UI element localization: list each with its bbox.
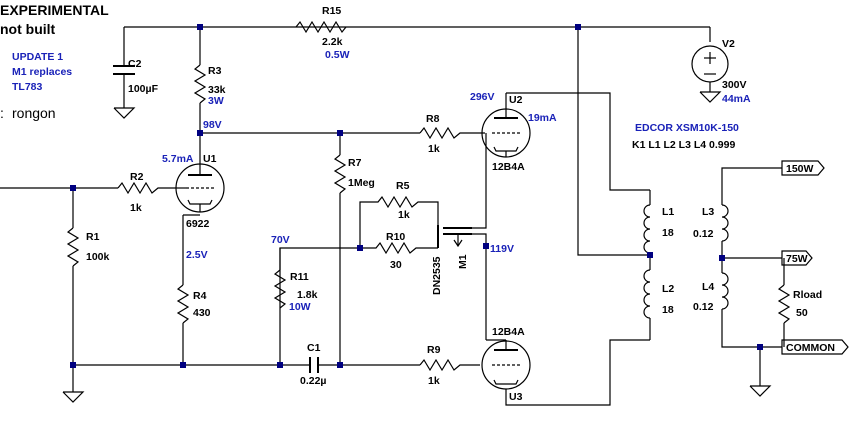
transformer-coupling: K1 L1 L2 L3 L4 0.999 <box>632 139 735 151</box>
voltage-98v: 98V <box>203 119 222 131</box>
c2-capacitor <box>113 60 136 119</box>
voltage-119v: 119V <box>490 243 514 255</box>
r4-value: 430 <box>193 307 211 319</box>
u3-ref: U3 <box>509 391 523 403</box>
c2-ref: C2 <box>128 58 142 70</box>
r10-value: 30 <box>390 259 402 271</box>
r8-ref: R8 <box>426 113 440 125</box>
u2-tube <box>481 92 650 191</box>
r1-ref: R1 <box>86 231 100 243</box>
title-line-1: EXPERIMENTAL <box>0 2 109 18</box>
l2-value: 18 <box>662 304 674 316</box>
l2-ref: L2 <box>662 283 674 295</box>
ground-bus <box>73 357 480 373</box>
r15-ref: R15 <box>322 5 341 17</box>
r3-resistor <box>193 27 207 163</box>
r15-value: 2.2k <box>322 36 343 48</box>
r15-resistor <box>295 20 347 34</box>
l3-inductor <box>721 167 782 258</box>
u2-ref: U2 <box>509 94 523 106</box>
node-98v-wire <box>200 132 420 155</box>
update-note-1: UPDATE 1 <box>12 51 63 63</box>
u3-tube <box>481 339 650 406</box>
voltage-2-5v: 2.5V <box>186 249 208 261</box>
u1-ref: U1 <box>203 153 217 165</box>
l4-value: 0.12 <box>693 301 714 313</box>
r4-resistor <box>176 215 190 365</box>
m1-value: DN2535 <box>431 256 443 295</box>
update-note-2: M1 replaces <box>12 66 72 78</box>
common-ground <box>749 347 772 397</box>
l4-inductor <box>721 258 782 348</box>
author-label: : <box>0 105 4 121</box>
r11-power: 10W <box>289 301 311 313</box>
u3-value: 12B4A <box>492 326 525 338</box>
r3-value: 33k <box>208 84 226 96</box>
r1-value: 100k <box>86 251 110 263</box>
r4-ref: R4 <box>193 290 207 302</box>
r1-resistor <box>62 188 85 403</box>
r10-r5-network <box>359 195 439 255</box>
v2-voltage-source <box>691 45 729 103</box>
r10-ref: R10 <box>386 231 405 243</box>
tap-75w-wire <box>722 257 791 347</box>
input-wire <box>0 181 176 195</box>
node-70v-wire <box>273 247 360 365</box>
c1-value: 0.22µ <box>300 375 327 387</box>
r11-value: 1.8k <box>297 289 318 301</box>
l1-value: 18 <box>662 227 674 239</box>
r8-value: 1k <box>428 143 440 155</box>
output-common-label: COMMON <box>786 342 835 354</box>
r8-resistor <box>419 126 485 140</box>
r9-ref: R9 <box>427 344 441 356</box>
top-rail <box>123 26 711 256</box>
v2-current: 44mA <box>722 93 751 105</box>
u1-tube <box>175 163 225 216</box>
m1-ref: M1 <box>457 254 469 269</box>
l3-value: 0.12 <box>693 228 714 240</box>
m1-mosfet <box>437 133 487 340</box>
l3-ref: L3 <box>702 206 714 218</box>
r5-value: 1k <box>398 209 410 221</box>
l1-ref: L1 <box>662 206 674 218</box>
r7-value: 1Meg <box>348 177 375 189</box>
output-port-common <box>781 339 849 355</box>
rload-value: 50 <box>796 307 808 319</box>
voltage-70v: 70V <box>271 234 290 246</box>
r2-value: 1k <box>130 202 142 214</box>
r3-power: 3W <box>208 95 224 107</box>
transformer-name: EDCOR XSM10K-150 <box>635 122 739 134</box>
r11-ref: R11 <box>290 271 309 283</box>
r7-ref: R7 <box>348 157 362 169</box>
u1-value: 6922 <box>186 218 210 230</box>
u2-value: 12B4A <box>492 161 525 173</box>
r5-ref: R5 <box>396 180 410 192</box>
c2-value: 100µF <box>128 83 159 95</box>
l2-inductor <box>643 269 651 340</box>
r3-ref: R3 <box>208 65 222 77</box>
u1-current: 5.7mA <box>162 153 194 165</box>
title-line-2: not built <box>0 21 56 37</box>
output-port-75w <box>781 250 813 266</box>
output-75w-label: 75W <box>786 253 808 265</box>
l4-ref: L4 <box>702 281 714 293</box>
author-name: rongon <box>12 105 56 121</box>
c1-ref: C1 <box>307 342 321 354</box>
junction-dots <box>70 24 763 368</box>
output-150w-label: 150W <box>786 163 814 175</box>
r7-resistor <box>333 154 347 365</box>
r2-ref: R2 <box>130 171 144 183</box>
u2-current: 19mA <box>528 112 557 124</box>
v2-value: 300V <box>722 79 747 91</box>
update-note-3: TL783 <box>12 81 43 93</box>
r9-value: 1k <box>428 375 440 387</box>
r15-power: 0.5W <box>325 49 350 61</box>
voltage-296v: 296V <box>470 91 495 103</box>
output-port-150w <box>781 160 825 176</box>
rload-ref: Rload <box>793 289 822 301</box>
v2-ref: V2 <box>722 38 735 50</box>
